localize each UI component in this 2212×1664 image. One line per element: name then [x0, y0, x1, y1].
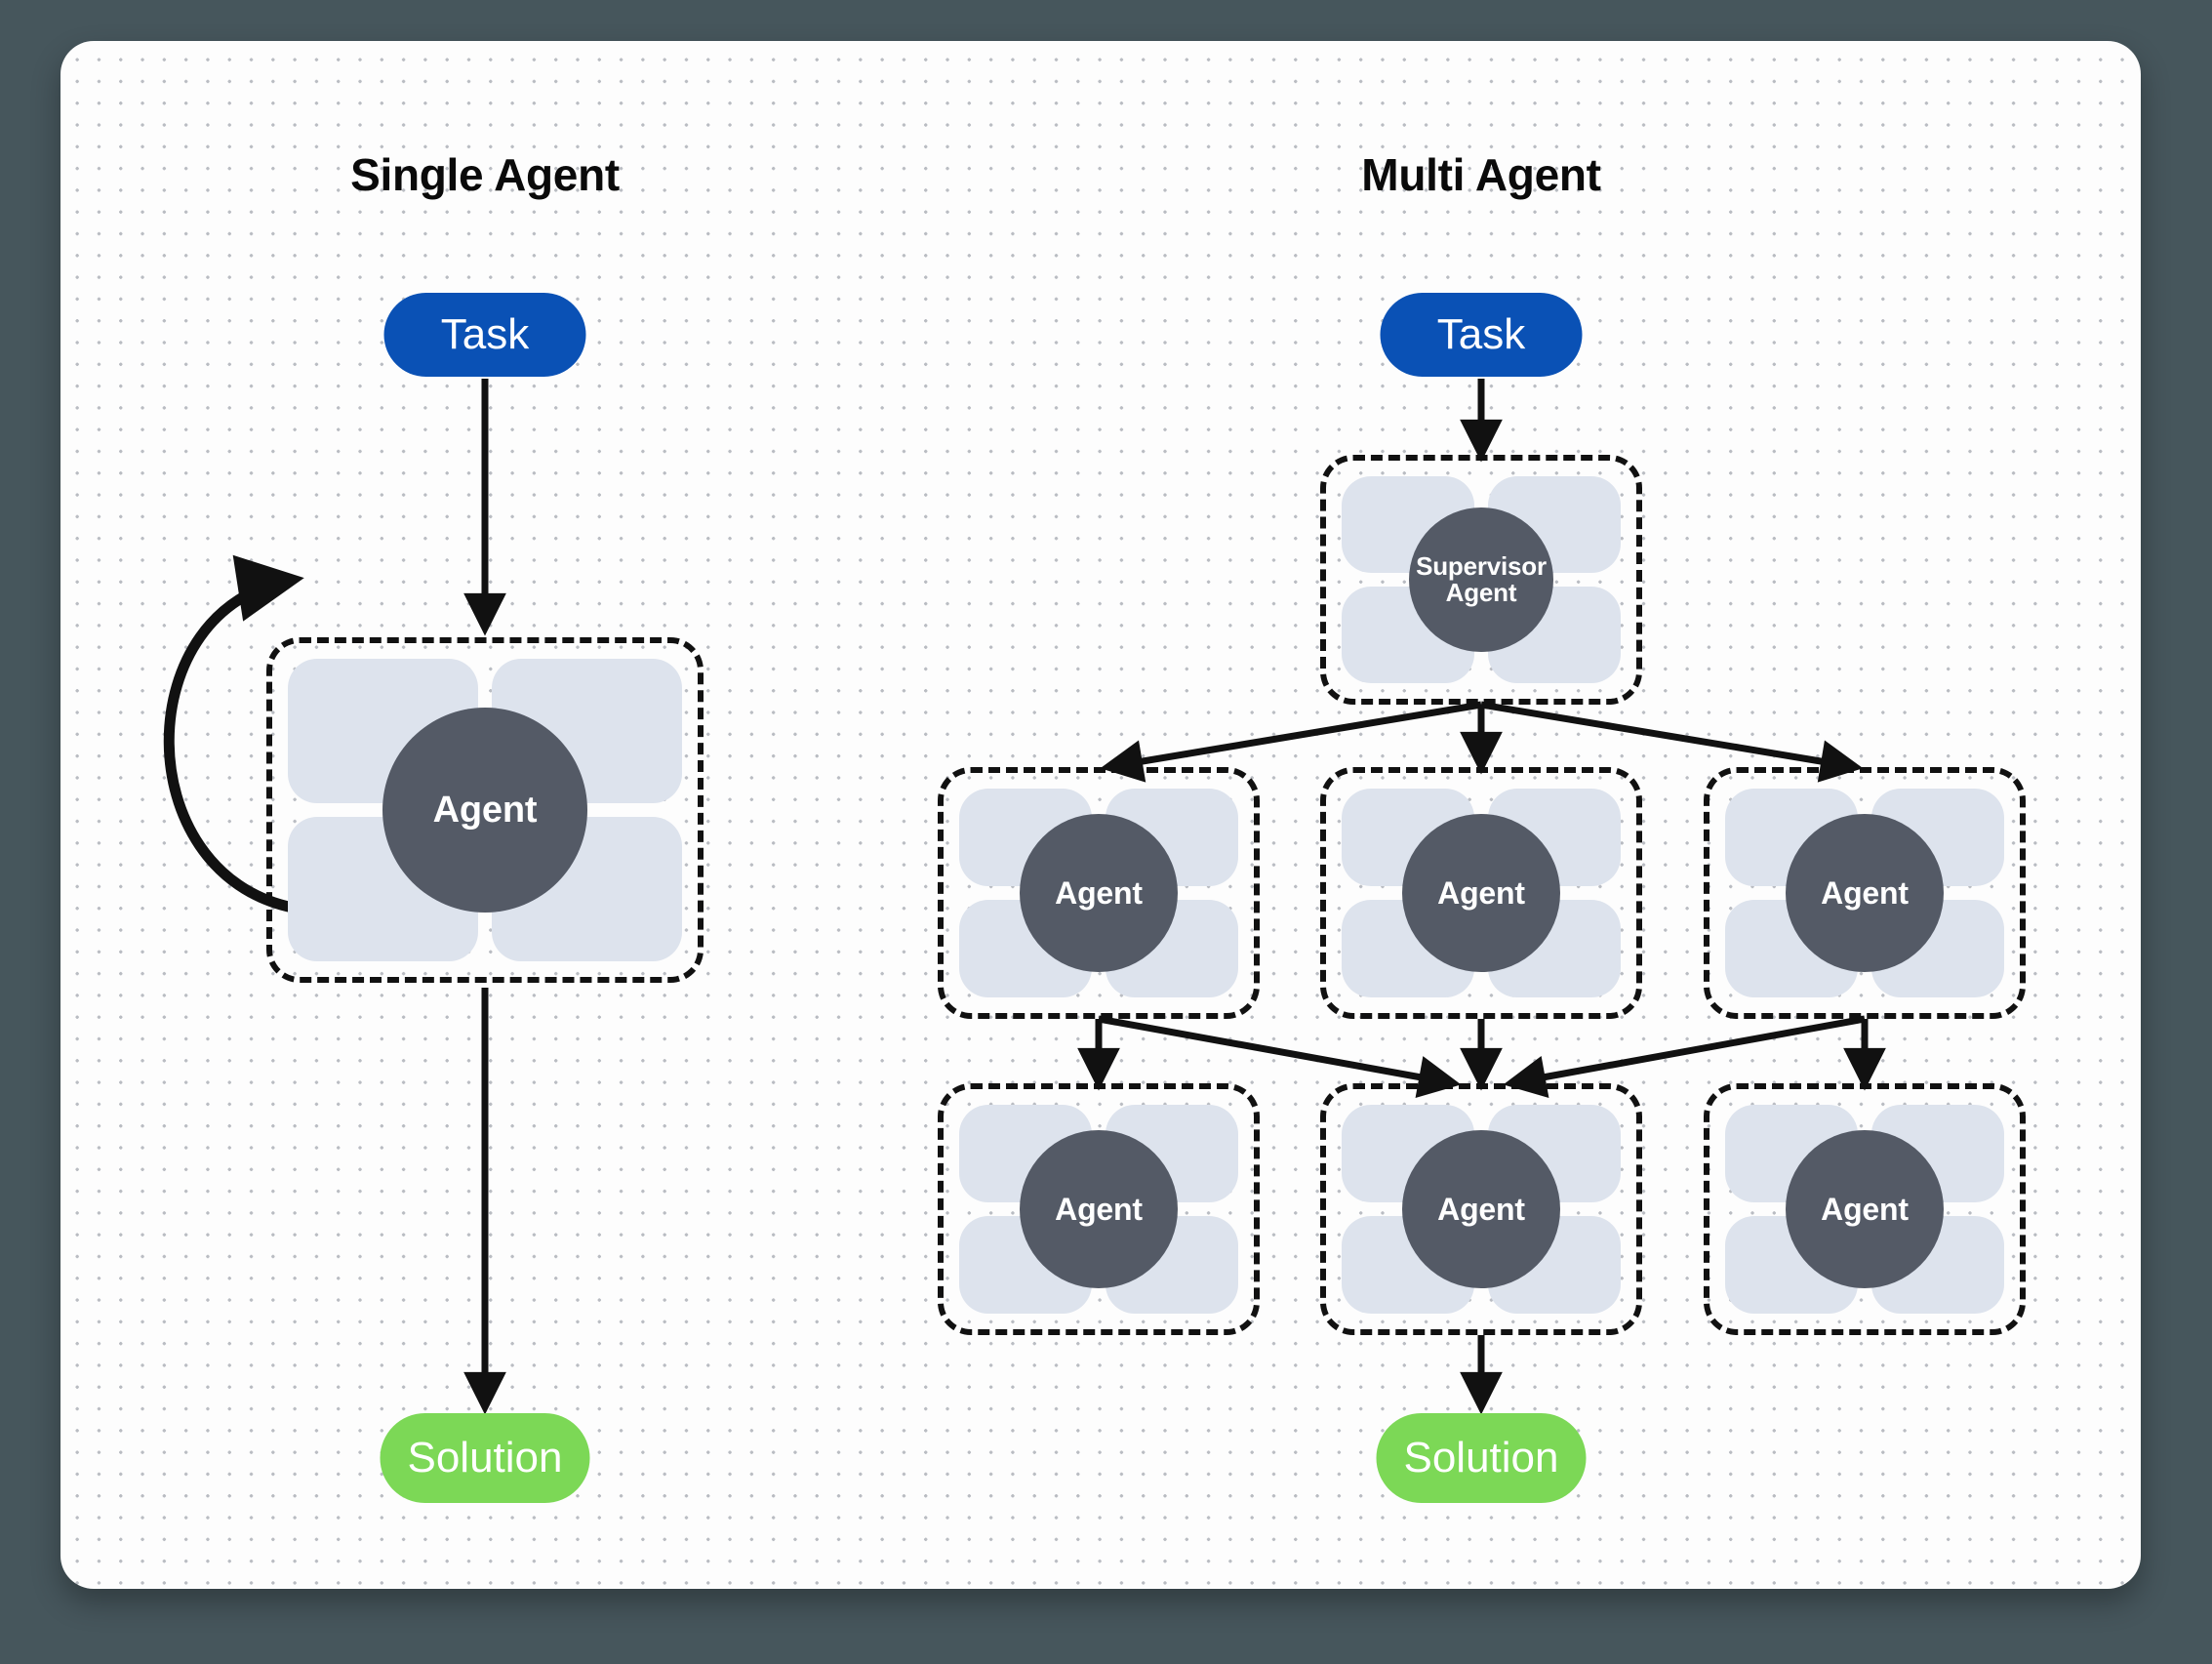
- panel-title-single-agent: Single Agent: [350, 149, 620, 200]
- agent-circle-label: Agent: [1402, 814, 1560, 972]
- supervisor-label-line2: Agent: [1445, 578, 1517, 607]
- node-task-single[interactable]: Task: [383, 293, 586, 377]
- node-agent-row2-col3[interactable]: Agent: [1704, 1083, 2026, 1335]
- node-agent-row1-col2[interactable]: Agent: [1320, 767, 1642, 1019]
- agent-circle-label: Agent: [1020, 1130, 1178, 1288]
- agent-circle-label: Agent: [382, 708, 587, 913]
- node-task-multi[interactable]: Task: [1380, 293, 1583, 377]
- agent-circle-label: Agent: [1786, 814, 1944, 972]
- node-solution-multi[interactable]: Solution: [1376, 1413, 1587, 1503]
- node-agent-single[interactable]: Agent: [266, 637, 704, 983]
- node-agent-row2-col2[interactable]: Agent: [1320, 1083, 1642, 1335]
- agent-circle-label: Agent: [1786, 1130, 1944, 1288]
- node-agent-row1-col1[interactable]: Agent: [938, 767, 1260, 1019]
- agent-circle-label: Agent: [1402, 1130, 1560, 1288]
- node-agent-row1-col3[interactable]: Agent: [1704, 767, 2026, 1019]
- supervisor-circle-label: Supervisor Agent: [1409, 507, 1553, 652]
- node-agent-row2-col1[interactable]: Agent: [938, 1083, 1260, 1335]
- supervisor-label-line1: Supervisor: [1416, 551, 1547, 582]
- panel-title-multi-agent: Multi Agent: [1361, 149, 1601, 200]
- node-supervisor-agent[interactable]: Supervisor Agent: [1320, 455, 1642, 705]
- agent-circle-label: Agent: [1020, 814, 1178, 972]
- node-solution-single[interactable]: Solution: [380, 1413, 590, 1503]
